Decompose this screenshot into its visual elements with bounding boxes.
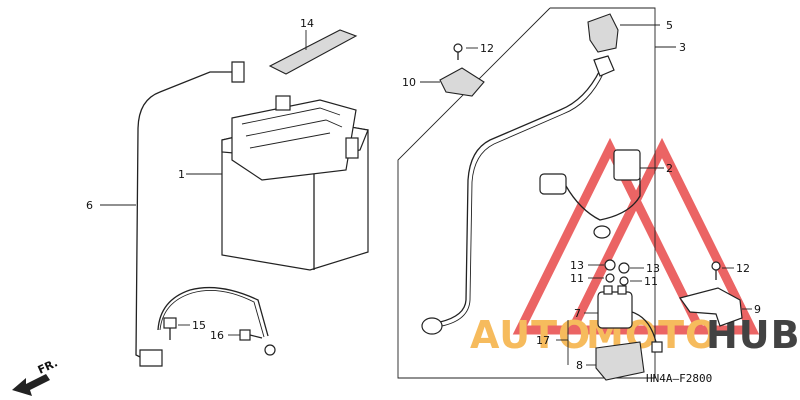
bolt-12-right xyxy=(711,261,734,280)
battery-terminal-left xyxy=(275,95,291,111)
nut-13-left xyxy=(604,259,616,271)
bolt-12-right-head xyxy=(711,261,721,271)
callout-10: 10 xyxy=(402,76,416,89)
fasteners-11-13 xyxy=(588,259,644,286)
band-body xyxy=(268,29,358,75)
callout-15: 15 xyxy=(192,319,206,332)
front-arrow-icon xyxy=(12,374,50,396)
diagram-code: HN4A–F2800 xyxy=(646,372,712,385)
strap-top-tab xyxy=(231,61,245,83)
callout-16: 16 xyxy=(210,329,224,342)
callout-1: 1 xyxy=(178,168,185,181)
battery-strap xyxy=(100,61,245,367)
relay-harness-2 xyxy=(539,149,664,239)
cable-terminal-end xyxy=(264,344,276,356)
relay-lead-connector xyxy=(651,341,663,353)
relay-lead xyxy=(631,311,657,343)
holder-body xyxy=(595,341,645,381)
bracket-outline xyxy=(397,7,656,379)
callout-13-left: 13 xyxy=(570,259,584,272)
callout-7: 7 xyxy=(574,307,581,320)
callout-2: 2 xyxy=(666,162,673,175)
callout-3: 3 xyxy=(679,41,686,54)
callout-12-upper: 12 xyxy=(480,42,494,55)
callout-8: 8 xyxy=(576,359,583,372)
callout-6: 6 xyxy=(86,199,93,212)
relay-post-right xyxy=(617,285,627,295)
bolt-16-shank xyxy=(249,334,263,339)
strap-rod xyxy=(135,71,238,363)
harness-wire xyxy=(565,178,641,221)
washer-11-left xyxy=(605,273,615,283)
bolt-16-head xyxy=(239,329,251,341)
front-direction-arrow: FR. xyxy=(12,356,60,396)
washer-11-right xyxy=(619,276,629,286)
positive-cable xyxy=(421,55,615,335)
assembly-bracket-3 xyxy=(397,7,676,379)
callout-11-left: 11 xyxy=(570,272,584,285)
nut-13-right xyxy=(618,262,630,274)
relay-holder-8 xyxy=(586,341,645,381)
battery-terminal-right xyxy=(345,137,359,159)
harness-connector xyxy=(539,173,567,195)
cable-boot xyxy=(421,317,443,335)
negative-cable xyxy=(157,286,276,356)
battery-ribs xyxy=(241,107,343,149)
harness-plug xyxy=(613,149,641,181)
relay-body xyxy=(597,291,633,329)
rubber-band xyxy=(268,29,358,75)
strap-bottom-tab xyxy=(139,349,163,367)
starter-relay-7 xyxy=(584,285,663,353)
callout-13-right: 13 xyxy=(646,262,660,275)
bracket-9-body xyxy=(679,287,743,327)
callout-12-right: 12 xyxy=(736,262,750,275)
cover-10-body xyxy=(439,67,485,97)
cable-main-inner xyxy=(441,71,605,327)
watermark-text-auto: AUTO xyxy=(470,313,591,357)
cable-loop xyxy=(157,286,269,337)
watermark-triangle-right xyxy=(564,137,760,335)
terminal-cap-5 xyxy=(587,13,660,53)
cable-main xyxy=(439,69,601,323)
cable-loop-inner xyxy=(159,289,265,338)
callout-11-right: 11 xyxy=(644,275,658,288)
cable-top-terminal xyxy=(593,55,615,77)
battery xyxy=(186,95,369,271)
callout-5: 5 xyxy=(666,19,673,32)
callout-9: 9 xyxy=(754,303,761,316)
terminal-cover-10 xyxy=(420,67,485,97)
callout-14: 14 xyxy=(300,17,314,30)
bracket-17 xyxy=(556,320,569,365)
bolt-12-upper xyxy=(453,43,478,60)
front-label: FR. xyxy=(36,356,60,376)
bolt-16 xyxy=(228,329,263,341)
harness-grommet xyxy=(593,225,611,239)
relay-bracket-9 xyxy=(679,287,752,327)
bolt-15 xyxy=(163,317,190,340)
callout-17: 17 xyxy=(536,334,550,347)
bolt-12-upper-head xyxy=(453,43,463,53)
cap-5-body xyxy=(587,13,619,53)
relay-post-left xyxy=(603,285,613,295)
bolt-15-head xyxy=(163,317,177,329)
